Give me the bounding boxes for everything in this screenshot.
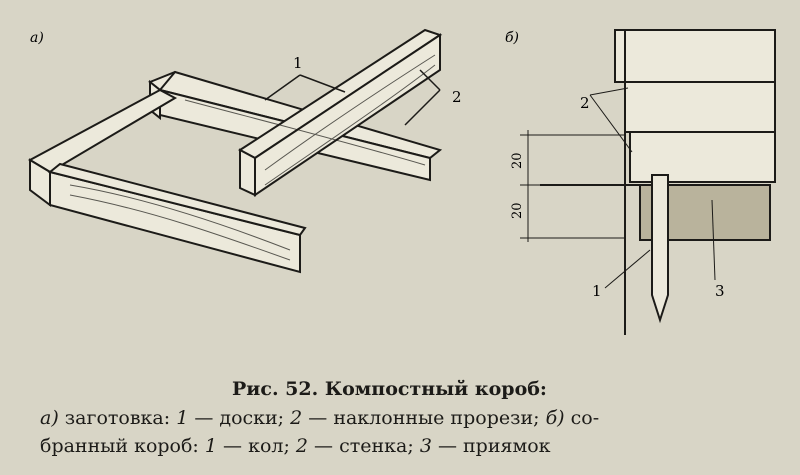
caption-line-2: бранный короб: 1 — кол; 2 — стенка; 3 — …	[40, 435, 800, 457]
caption-b-marker: б)	[545, 407, 565, 429]
dimension-upper: 20	[510, 152, 525, 169]
caption-b-t2: — стенка;	[314, 435, 414, 457]
callout-2-a: 2	[452, 88, 462, 106]
caption-b-text-2: бранный короб:	[40, 435, 199, 457]
wood-grain	[69, 54, 436, 261]
caption-title: Рис. 52. Компостный короб:	[232, 378, 547, 400]
callout-2-b: 2	[580, 94, 590, 112]
section-drawing	[540, 29, 776, 335]
illustration: а) 1 2 б)	[27, 28, 776, 335]
caption-line-1: а) заготовка: 1 — доски; 2 — наклонные п…	[40, 407, 800, 429]
callout-lines-a	[264, 69, 441, 126]
dimension-lines	[520, 87, 716, 289]
caption-a-n1: 1	[176, 407, 189, 429]
caption-a-marker: а)	[40, 407, 59, 429]
caption-b-text-1: со-	[570, 407, 600, 429]
callout-3-b: 3	[715, 282, 725, 300]
panel-a-label: а)	[30, 30, 44, 46]
caption-b-t3: — приямок	[437, 435, 551, 457]
caption-b-n2: 2	[295, 435, 308, 457]
callout-1-a: 1	[293, 54, 303, 72]
caption-a-text: заготовка:	[64, 407, 171, 429]
caption-a-n2: 2	[290, 407, 303, 429]
dimension-lower: 20	[510, 202, 525, 219]
callout-1-b: 1	[592, 282, 602, 300]
caption-b-t1: — кол;	[223, 435, 290, 457]
board-frame-drawing	[27, 28, 443, 274]
caption-a-t2: — наклонные прорези;	[308, 407, 540, 429]
caption-b-n3: 3	[419, 435, 432, 457]
caption-b-n1: 1	[204, 435, 217, 457]
panel-b-label: б)	[505, 30, 519, 46]
caption-a-t1: — доски;	[194, 407, 285, 429]
